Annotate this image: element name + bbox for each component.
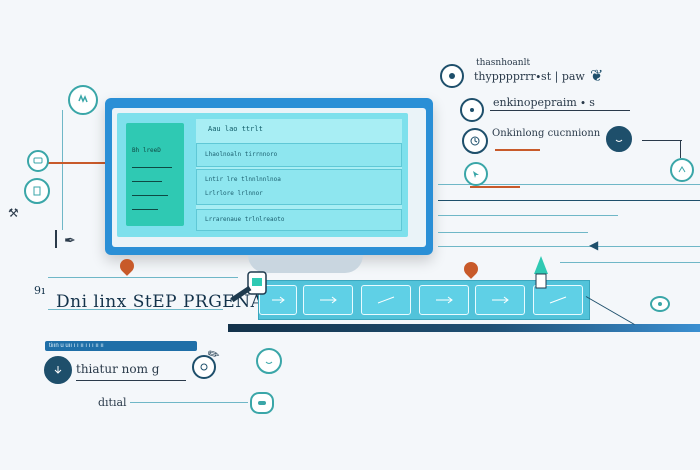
- monitor-stand: [248, 255, 363, 273]
- screen-row: Lhaolnoaln tirrnnoro: [196, 143, 402, 167]
- clock-icon: [462, 128, 488, 154]
- connector-line: [560, 262, 700, 263]
- connector-line: [438, 215, 618, 216]
- connector-arrow: [470, 186, 520, 188]
- connector-line: [680, 140, 681, 158]
- screen-main: Aau lao ttrlt Lhaolnoaln tirrnnoro Lntir…: [196, 119, 402, 231]
- connector-line: [585, 296, 635, 325]
- screen-row-text: Lrrarenaue trlnlreaoto: [205, 216, 285, 223]
- screen-row: Lntir lre tlnnlnnlnoa Lrlrlore lrlnnor: [196, 169, 402, 205]
- monitor: Bh lreeD Aau lao ttrlt Lhaolnoaln tirrnn…: [105, 98, 433, 255]
- label-top-small: thasnhoanlt: [476, 58, 531, 68]
- sidebar-lines: [132, 195, 168, 196]
- cursor-hand-icon: [230, 270, 274, 304]
- screen-row-text: Lntir lre tlnnlnnlnoa: [205, 176, 281, 183]
- timeline-bar: [258, 280, 590, 320]
- location-pin-icon: [461, 259, 481, 279]
- timeline-step[interactable]: [533, 285, 583, 315]
- screen-row: Lrrarenaue trlnlreaoto: [196, 209, 402, 231]
- connector-line: [438, 232, 588, 233]
- connector-line: [438, 184, 700, 185]
- connector-line: [62, 110, 63, 230]
- target-icon: [460, 98, 484, 122]
- screen: Bh lreeD Aau lao ttrlt Lhaolnoaln tirrnn…: [117, 113, 408, 237]
- cursor-icon: [464, 162, 488, 186]
- connector-line: [48, 309, 223, 310]
- connector-line: [55, 230, 57, 248]
- toggle-icon: [250, 392, 274, 414]
- connector-line: [48, 277, 238, 278]
- monitor-bezel: Bh lreeD Aau lao ttrlt Lhaolnoaln tirrnn…: [112, 108, 426, 247]
- download-icon: [44, 356, 72, 384]
- flag-icon: [532, 256, 550, 292]
- heading-prefix: 9ı: [34, 284, 46, 297]
- label-bottom-1: thiatur nom g: [76, 362, 160, 376]
- smile-icon: [256, 348, 282, 374]
- leaf-icon: ❦: [590, 68, 604, 85]
- connector-arrow: [495, 149, 540, 151]
- screen-sidebar: Bh lreeD: [126, 123, 184, 226]
- sidebar-lines: [132, 167, 172, 168]
- hand-icon: [68, 85, 98, 115]
- sidebar-lines: [132, 209, 158, 210]
- label-top-3: Onkinlong cucnnionn: [492, 128, 601, 139]
- screen-header: Aau lao ttrlt: [208, 125, 263, 133]
- chat-icon: [440, 64, 464, 88]
- cycle-icon: [192, 355, 216, 379]
- page-heading: 9ı Dni linx StEP PRGENAS: [34, 284, 276, 312]
- connector-arrow: [48, 162, 110, 164]
- connector-line: [490, 110, 630, 111]
- timeline-step[interactable]: [361, 285, 411, 315]
- smile-icon: [606, 126, 632, 152]
- heading-text: Dni linx StEP PRGENAS: [56, 292, 276, 312]
- timeline-step[interactable]: [475, 285, 525, 315]
- sidebar-lines: [132, 181, 162, 182]
- screen-side-label: Bh lreeD: [132, 147, 161, 154]
- connector-line: [130, 402, 248, 403]
- timeline-base: [228, 324, 700, 332]
- connector-line: [76, 380, 186, 381]
- connector-line: [438, 200, 700, 201]
- hand-icon: [670, 158, 694, 182]
- label-top-1: thypppprrr∙st | paw: [474, 70, 585, 83]
- tool-icon: ⚒: [8, 206, 19, 220]
- progress-bar: tiıın u uıı ı ı ıı ı ı ı ıı ıı: [45, 341, 197, 351]
- bird-icon: [650, 296, 670, 312]
- label-bottom-2: dıtıal: [98, 396, 127, 409]
- timeline-step[interactable]: [419, 285, 469, 315]
- timeline-step[interactable]: [303, 285, 353, 315]
- device-icon: [24, 178, 50, 204]
- arrow-left-icon: ◀: [589, 238, 599, 252]
- pen-icon: ✒: [64, 232, 76, 248]
- connector-line: [438, 246, 700, 247]
- label-top-2: enkinopepraim ∙ s: [493, 96, 595, 109]
- location-pin-icon: [117, 256, 137, 276]
- connector-line: [642, 140, 682, 141]
- screen-row-text: Lrlrlore lrlnnor: [205, 190, 263, 197]
- chat-icon: [27, 150, 49, 172]
- screen-row-text: Lhaolnoaln tirrnnoro: [205, 151, 278, 158]
